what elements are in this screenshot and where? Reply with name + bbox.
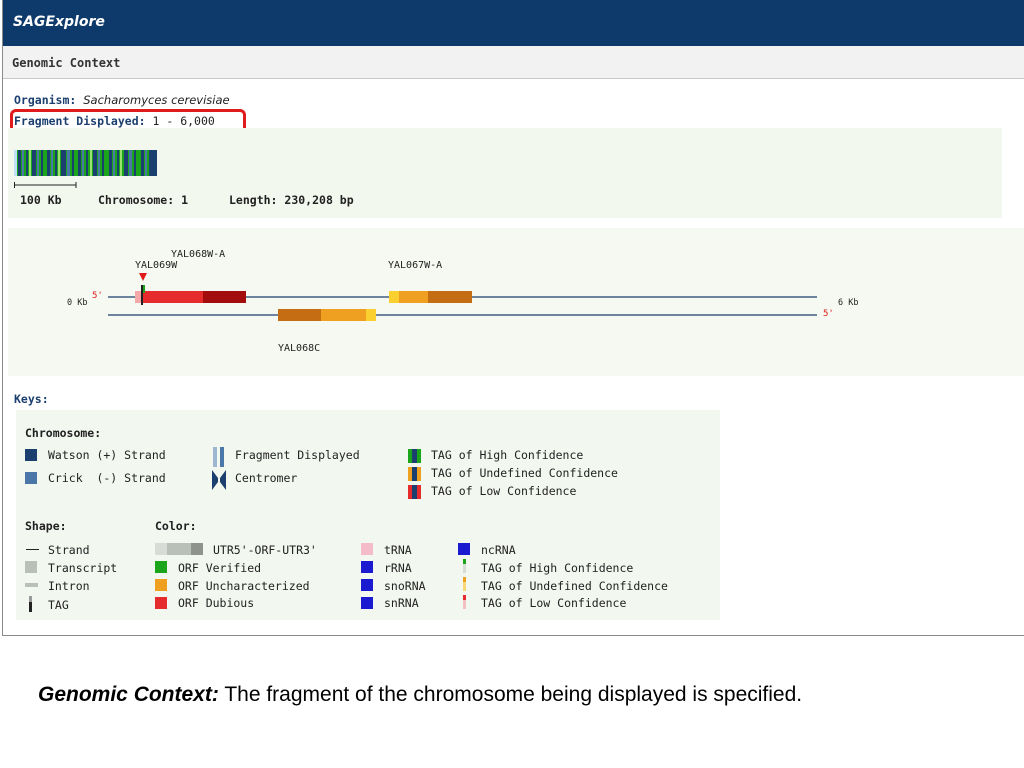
gene-yal068c[interactable] bbox=[278, 309, 376, 321]
fragment-label: Fragment Displayed: bbox=[14, 114, 146, 128]
key-orf-uncharacterized: ORF Uncharacterized bbox=[178, 579, 310, 593]
ncrna-swatch bbox=[458, 543, 470, 555]
key-strand: Strand bbox=[48, 543, 90, 557]
key-color-tag-undefined: TAG of Undefined Confidence bbox=[481, 579, 668, 593]
key-intron: Intron bbox=[48, 579, 90, 593]
key-color-tag-high: TAG of High Confidence bbox=[481, 561, 634, 575]
orf-uncharacterized-swatch bbox=[155, 579, 167, 591]
tag-high-color-icon bbox=[463, 559, 466, 573]
key-tag-undefined: TAG of Undefined Confidence bbox=[431, 466, 618, 480]
tag-high-icon bbox=[408, 449, 421, 463]
key-utr: UTR5'-ORF-UTR3' bbox=[213, 543, 317, 557]
organism-value: Sacharomyces cerevisiae bbox=[83, 93, 230, 107]
gene-label-yal069w: YAL069W bbox=[135, 260, 178, 271]
watson-swatch bbox=[25, 449, 37, 461]
organism-row: Organism: Sacharomyces cerevisiae bbox=[14, 93, 230, 107]
length-info: Length: 230,208 bp bbox=[229, 193, 354, 207]
chromosome-overview-panel bbox=[8, 128, 1002, 218]
tag-undefined-icon bbox=[408, 467, 421, 481]
caption-bold: Genomic Context: bbox=[38, 683, 219, 706]
tag-shape-icon bbox=[29, 596, 32, 612]
keys-chromosome-title: Chromosome: bbox=[25, 426, 102, 440]
length-value: 230,208 bp bbox=[284, 193, 354, 207]
chromosome-overview-bar[interactable] bbox=[14, 148, 160, 178]
key-watson: Watson (+) Strand bbox=[48, 448, 166, 462]
centromer-icon bbox=[212, 470, 226, 490]
gene-label-yal067w-a: YAL067W-A bbox=[388, 260, 443, 271]
key-tag-high: TAG of High Confidence bbox=[431, 448, 584, 462]
length-label: Length: bbox=[229, 193, 278, 207]
key-tag-low: TAG of Low Confidence bbox=[431, 484, 577, 498]
key-ncrna: ncRNA bbox=[481, 543, 516, 557]
gene-label-yal068c: YAL068C bbox=[278, 343, 321, 354]
snorna-swatch bbox=[361, 579, 373, 591]
key-fragment: Fragment Displayed bbox=[235, 448, 360, 462]
rrna-swatch bbox=[361, 561, 373, 573]
gene-label-yal068w-a: YAL068W-A bbox=[171, 249, 226, 260]
tag-arrow-icon bbox=[139, 273, 147, 281]
intron-shape-icon bbox=[25, 583, 38, 587]
trna-swatch bbox=[361, 543, 373, 555]
tag-undefined-color-icon bbox=[463, 577, 466, 591]
scale-bar-icon bbox=[14, 182, 77, 188]
caption-text: The fragment of the chromosome being dis… bbox=[218, 683, 803, 706]
utr-color-icon bbox=[155, 543, 203, 555]
section-header: Genomic Context bbox=[3, 46, 1024, 79]
strand-shape-icon bbox=[26, 549, 39, 550]
tag-marker[interactable] bbox=[141, 285, 143, 305]
track-right-kb: 6 Kb bbox=[838, 298, 859, 308]
tag-low-icon bbox=[408, 485, 421, 499]
transcript-shape-icon bbox=[25, 561, 37, 573]
key-centromer: Centromer bbox=[235, 471, 298, 485]
key-trna: tRNA bbox=[384, 543, 412, 557]
scale-label: 100 Kb bbox=[20, 193, 62, 207]
orf-dubious-swatch bbox=[155, 597, 167, 609]
watson-five-prime: 5' bbox=[92, 291, 103, 301]
fragment-displayed-icon bbox=[213, 447, 224, 467]
app-header: SAGExplore bbox=[3, 0, 1024, 46]
chromosome-info: Chromosome: 1 bbox=[98, 193, 188, 207]
key-crick: Crick (-) Strand bbox=[48, 471, 166, 485]
tag-marker-high bbox=[143, 285, 145, 293]
orf-verified-swatch bbox=[155, 561, 167, 573]
gene-yal069w[interactable] bbox=[135, 291, 148, 303]
keys-title: Keys: bbox=[14, 392, 49, 406]
key-orf-verified: ORF Verified bbox=[178, 561, 262, 575]
crick-swatch bbox=[25, 472, 37, 484]
key-snorna: snoRNA bbox=[384, 579, 426, 593]
key-tag: TAG bbox=[48, 598, 69, 612]
key-color-tag-low: TAG of Low Confidence bbox=[481, 596, 627, 610]
section-title: Genomic Context bbox=[12, 56, 121, 70]
app-title: SAGExplore bbox=[13, 14, 105, 30]
fragment-value: 1 - 6,000 bbox=[152, 114, 215, 128]
key-transcript: Transcript bbox=[48, 561, 118, 575]
keys-shape-title: Shape: bbox=[25, 519, 67, 533]
slide-caption: Genomic Context: The fragment of the chr… bbox=[38, 683, 802, 707]
key-orf-dubious: ORF Dubious bbox=[178, 596, 255, 610]
keys-title-text: Keys: bbox=[14, 392, 49, 406]
crick-five-prime: 5' bbox=[823, 309, 834, 319]
gene-track bbox=[108, 273, 817, 321]
chromosome-value: 1 bbox=[181, 193, 189, 207]
tag-low-color-icon bbox=[463, 595, 466, 609]
key-snrna: snRNA bbox=[384, 596, 419, 610]
organism-label: Organism: bbox=[14, 93, 77, 107]
track-left-kb: 0 Kb bbox=[67, 298, 88, 308]
chromosome-label: Chromosome: bbox=[98, 193, 175, 207]
gene-yal067w-a[interactable] bbox=[389, 291, 472, 303]
snrna-swatch bbox=[361, 597, 373, 609]
fragment-marker bbox=[14, 150, 17, 176]
fragment-row: Fragment Displayed: 1 - 6,000 bbox=[14, 114, 215, 128]
keys-color-title: Color: bbox=[155, 519, 197, 533]
gene-yal068w-a[interactable] bbox=[148, 291, 246, 303]
key-rrna: rRNA bbox=[384, 561, 412, 575]
